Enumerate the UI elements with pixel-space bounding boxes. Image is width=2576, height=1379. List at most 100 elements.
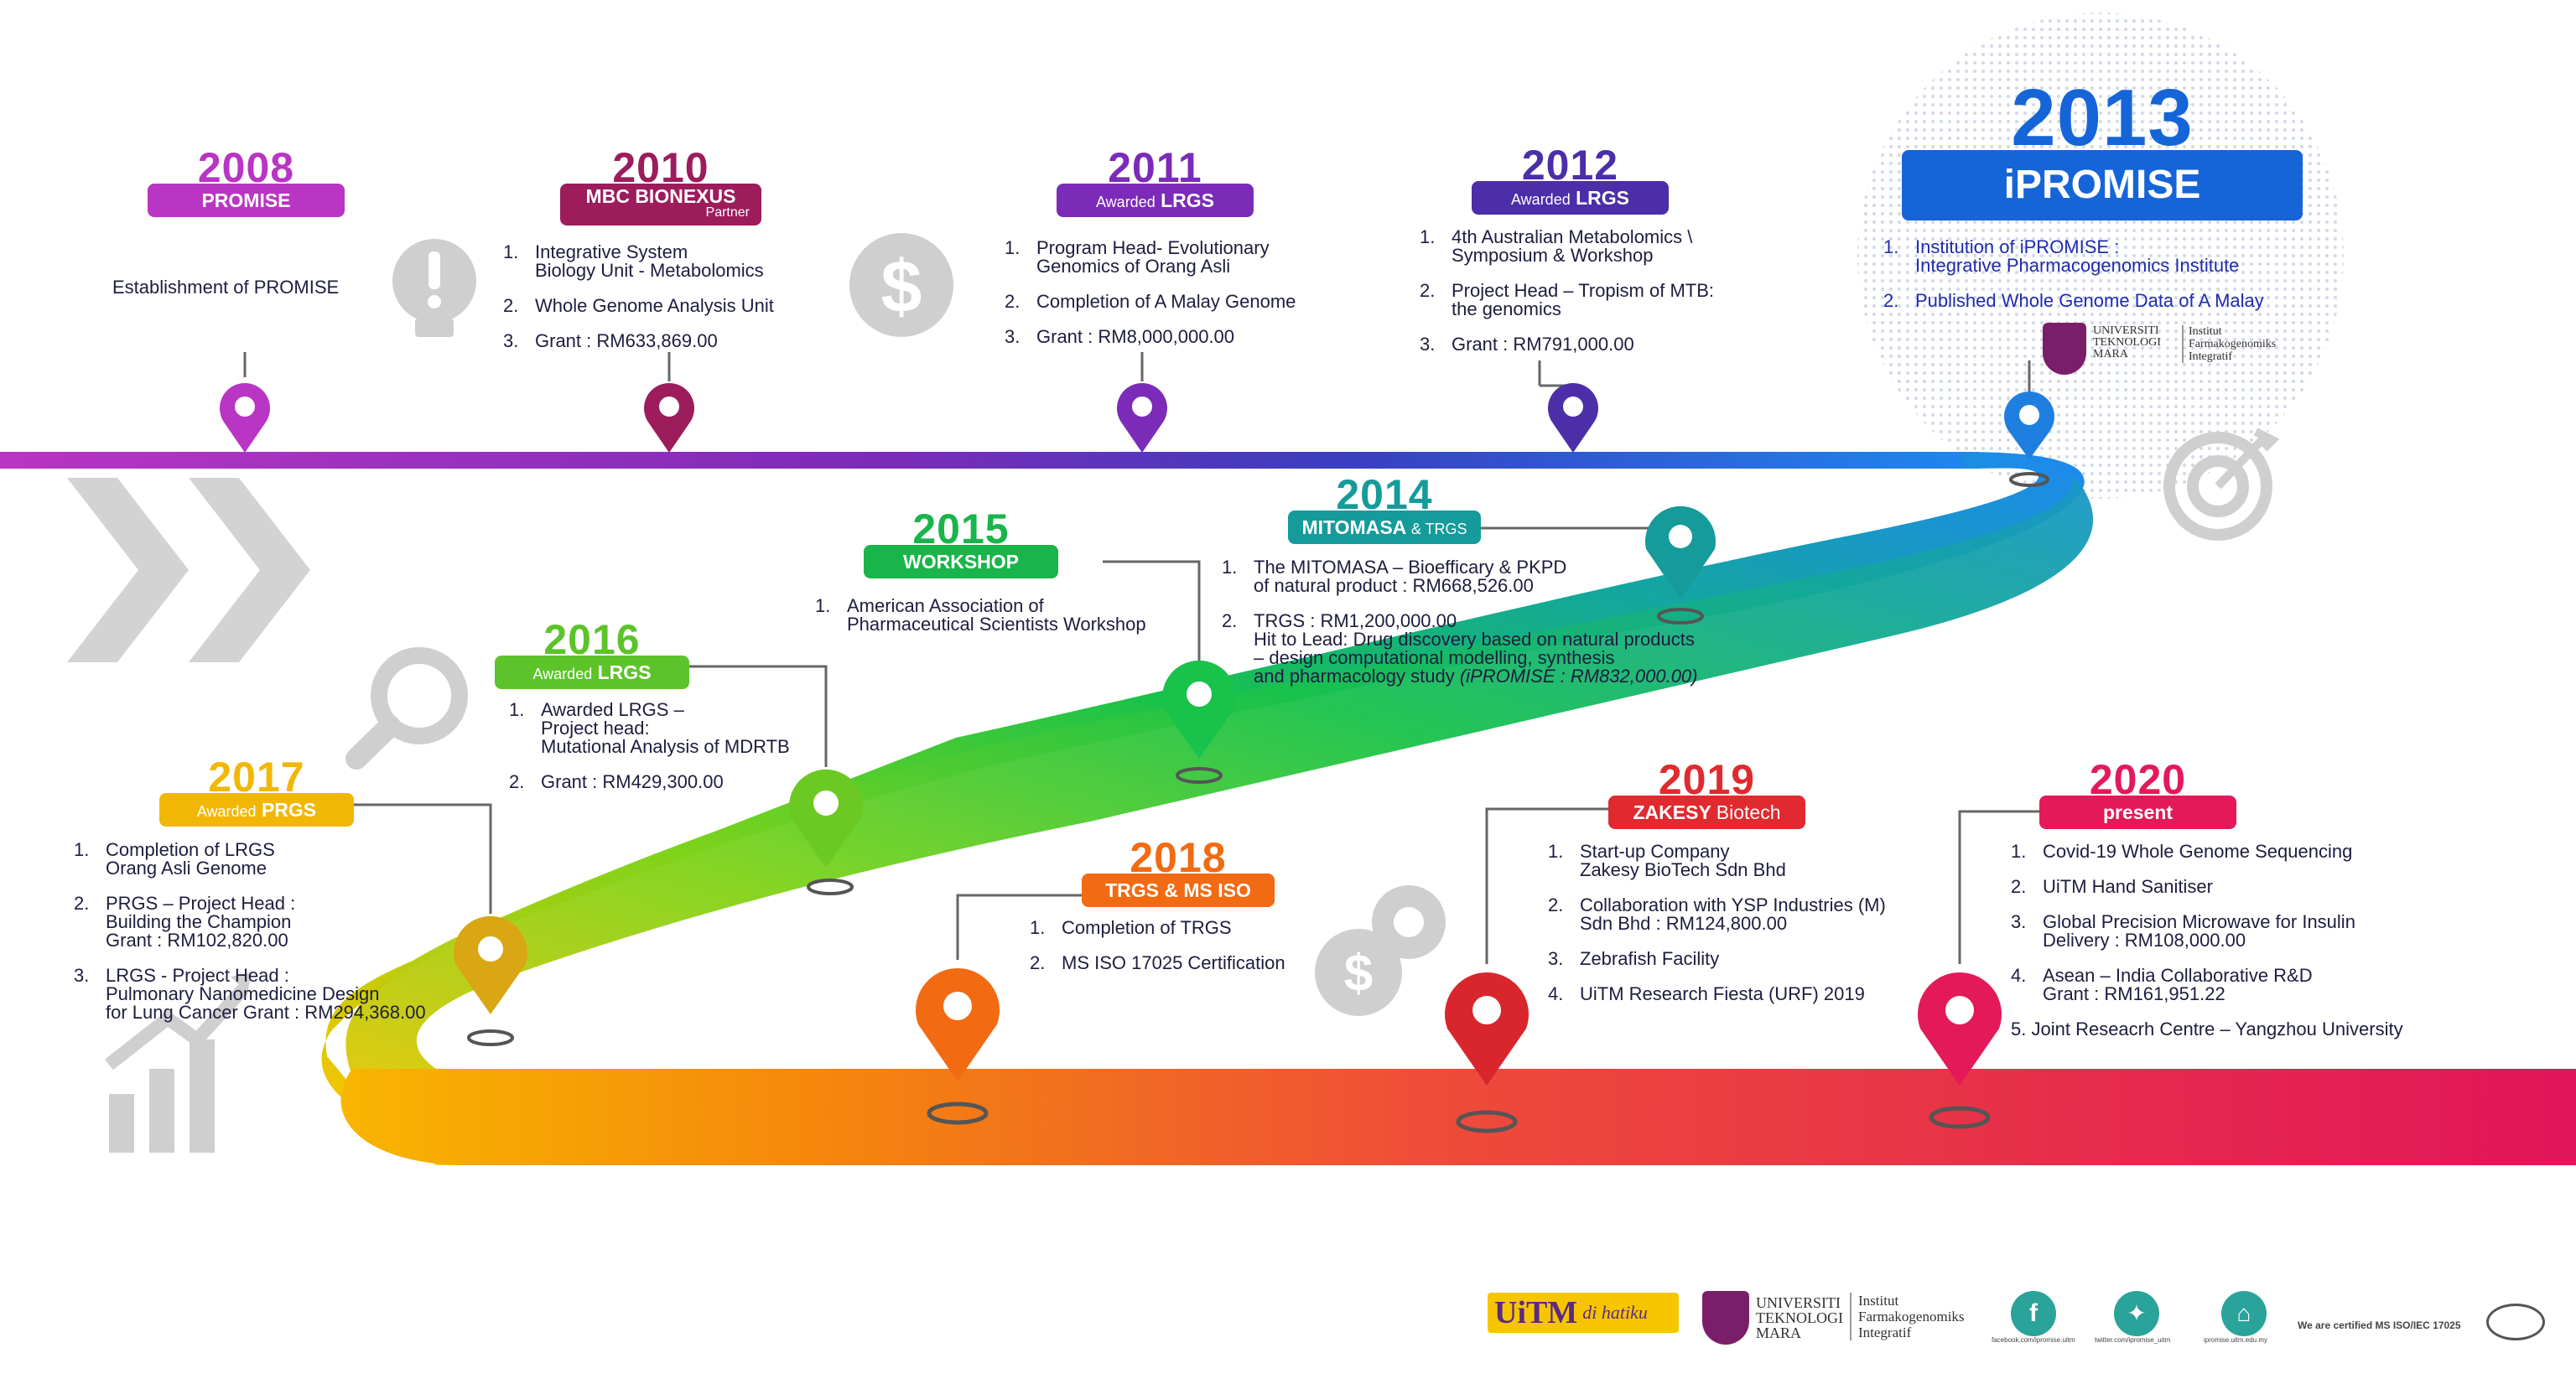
milestone-2011-list: 1.Program Head- Evolutionary Genomics of… — [1005, 239, 1390, 363]
year-label: 2017 — [208, 754, 305, 801]
milestone-2012: 2012 Awarded LRGS — [1472, 144, 1669, 215]
milestone-tag: ZAKESY Biotech — [1608, 796, 1805, 829]
year-label: 2011 — [1108, 144, 1202, 191]
logo-text: UiTM — [1494, 1295, 1578, 1330]
milestone-2018: 2018 TRGS & MS ISO — [1082, 837, 1275, 907]
milestone-2008-text: Establishment of PROMISE — [112, 277, 340, 298]
list-item: 3.LRGS - Project Head : Pulmonary Nanome… — [74, 965, 426, 1023]
list-item: 1.Integrative System Biology Unit - Meta… — [503, 241, 764, 281]
list-item: 4.UiTM Research Fiesta (URF) 2019 — [1548, 983, 1865, 1004]
uitm-crest-logo — [2043, 323, 2086, 375]
year-label: 2019 — [1658, 756, 1756, 803]
milestone-tag: iPROMISE — [1902, 150, 2303, 220]
year-label: 2016 — [543, 616, 641, 663]
footer-uni-wordmark: UNIVERSITI TEKNOLOGI MARA — [1756, 1294, 1843, 1341]
list-item: 2.Grant : RM429,300.00 — [509, 771, 724, 792]
milestone-2020-list: 1.Covid-19 Whole Genome Sequencing 2.UiT… — [2011, 842, 2480, 1055]
pin-2018 — [916, 894, 1090, 1125]
list-item: 2.MS ISO 17025 Certification — [1030, 952, 1285, 973]
pin-2020 — [1918, 810, 2044, 1129]
facebook-icon: f — [2011, 1291, 2056, 1336]
list-item: 2.Whole Genome Analysis Unit — [503, 295, 774, 316]
milestone-2008: 2008 PROMISE — [148, 147, 345, 217]
list-item: 3.Global Precision Microwave for Insulin… — [2011, 911, 2355, 951]
tag-sublabel: Partner — [705, 205, 750, 220]
pin-2011 — [1117, 352, 1167, 453]
website-link[interactable]: ⌂ ipromise.uitm.edu.my — [2204, 1291, 2269, 1354]
list-item: 2.Collaboration with YSP Industries (M) … — [1548, 894, 1886, 934]
list-item: 2.PRGS – Project Head : Building the Cha… — [74, 893, 296, 951]
pin-2008 — [220, 352, 270, 453]
milestone-tag: MITOMASA & TRGS — [1288, 511, 1481, 544]
list-item: 1.Completion of TRGS — [1030, 917, 1232, 938]
milestone-tag: PROMISE — [148, 184, 345, 217]
pin-2010 — [644, 352, 695, 453]
list-item: 3.Grant : RM791,000.00 — [1420, 334, 1634, 355]
milestone-2015: 2015 WORKSHOP — [864, 508, 1058, 578]
milestone-2015-list: 1.American Association of Pharmaceutical… — [815, 597, 1218, 651]
milestone-2016: 2016 Awarded LRGS — [495, 619, 689, 689]
milestone-2012-list: 1.4th Australian Metabolomics \ Symposiu… — [1420, 228, 1772, 371]
list-item: 2.Completion of A Malay Genome — [1005, 291, 1296, 312]
list-item: 3.Grant : RM633,869.00 — [503, 330, 718, 351]
milestone-2018-list: 1.Completion of TRGS 2.MS ISO 17025 Cert… — [1030, 919, 1365, 989]
milestone-tag: Awarded LRGS — [1057, 184, 1254, 217]
milestone-2019-list: 1.Start-up Company Zakesy BioTech Sdn Bh… — [1548, 842, 1950, 1020]
list-item: 2.UiTM Hand Sanitiser — [2011, 876, 2213, 897]
milestone-tag: WORKSHOP — [864, 545, 1058, 578]
facebook-link[interactable]: f facebook.com/ipromise.uitm — [1992, 1291, 2075, 1354]
target-icon — [2163, 428, 2280, 541]
list-item: 1.4th Australian Metabolomics \ Symposiu… — [1420, 226, 1693, 266]
footer-inst-wordmark: Institut Farmakogenomiks Integratif — [1850, 1293, 1965, 1340]
pin-2017 — [314, 803, 527, 1046]
list-item: 1.Program Head- Evolutionary Genomics of… — [1005, 237, 1270, 277]
milestone-2011: 2011 Awarded LRGS — [1057, 147, 1254, 217]
list-item: 1.Institution of iPROMISE : Integrative … — [1883, 236, 2240, 276]
milestone-tag: MBC BIONEXUS Partner — [560, 184, 761, 226]
list-item: 1.Completion of LRGS Orang Asli Genome — [74, 839, 275, 879]
milestone-2016-list: 1.Awarded LRGS – Project head: Mutationa… — [509, 701, 861, 808]
milestone-2013-list: 1.Institution of iPROMISE : Integrative … — [1883, 238, 2353, 327]
milestone-2010: 2010 MBC BIONEXUS Partner — [560, 147, 761, 226]
list-item: 1.Awarded LRGS – Project head: Mutationa… — [509, 699, 790, 757]
milestone-2014-list: 1.The MITOMASA – Bioefficary & PKPD of n… — [1222, 558, 1792, 702]
list-item: 5. Joint Reseacrh Centre – Yangzhou Univ… — [2011, 1019, 2403, 1039]
forward-chevrons-icon — [67, 478, 310, 662]
milestone-tag: Awarded LRGS — [1472, 181, 1669, 215]
logo-slogan: di hatiku — [1582, 1302, 1648, 1323]
year-label: 2014 — [1336, 471, 1433, 518]
list-item: 1.The MITOMASA – Bioefficary & PKPD of n… — [1222, 557, 1567, 596]
list-item: 3.Grant : RM8,000,000.00 — [1005, 326, 1235, 347]
pin-2013 — [2004, 360, 2055, 487]
year-label: 2008 — [197, 144, 295, 191]
twitter-icon: ✦ — [2114, 1291, 2159, 1336]
milestone-2014: 2014 MITOMASA & TRGS — [1288, 474, 1481, 544]
list-item: 2.Project Head – Tropism of MTB: the gen… — [1420, 280, 1714, 319]
list-item: 4.Asean – India Collaborative R&D Grant … — [2011, 965, 2313, 1004]
standards-badge-icon — [2486, 1304, 2545, 1340]
year-label: 2015 — [912, 505, 1010, 552]
milestone-2017-list: 1.Completion of LRGS Orang Asli Genome 2… — [74, 841, 510, 1039]
uitm-wordmark: UNIVERSITI TEKNOLOGI MARA — [2093, 324, 2161, 360]
footer-crest-logo — [1702, 1291, 1749, 1345]
uitm-di-hatiku-logo: UiTM di hatiku — [1488, 1293, 1679, 1333]
growth-chart-icon — [105, 972, 252, 1153]
road-top — [0, 452, 1979, 469]
twitter-link[interactable]: ✦ twitter.com/ipromise_uitm — [2095, 1291, 2170, 1354]
pin-2019 — [1445, 807, 1610, 1133]
twitter-caption: twitter.com/ipromise_uitm — [2095, 1336, 2171, 1344]
year-label: 2010 — [612, 144, 709, 191]
list-item: 1.Start-up Company Zakesy BioTech Sdn Bh… — [1548, 841, 1786, 880]
milestone-tag: Awarded LRGS — [495, 656, 689, 689]
certification-text: We are certified MS ISO/IEC 17025 — [2298, 1319, 2461, 1331]
pin-2012 — [1538, 360, 1599, 453]
dollar-icon: $ — [849, 233, 953, 337]
year-label: 2020 — [2089, 756, 2187, 803]
magnifier-icon — [345, 647, 468, 770]
pin-2014 — [1480, 505, 1716, 625]
milestone-tag: Awarded PRGS — [159, 793, 354, 827]
list-item: 2.Published Whole Genome Data of A Malay — [1883, 290, 2264, 311]
exclamation-bulb-icon — [392, 239, 476, 337]
milestone-2020: 2020 present — [2039, 759, 2236, 829]
